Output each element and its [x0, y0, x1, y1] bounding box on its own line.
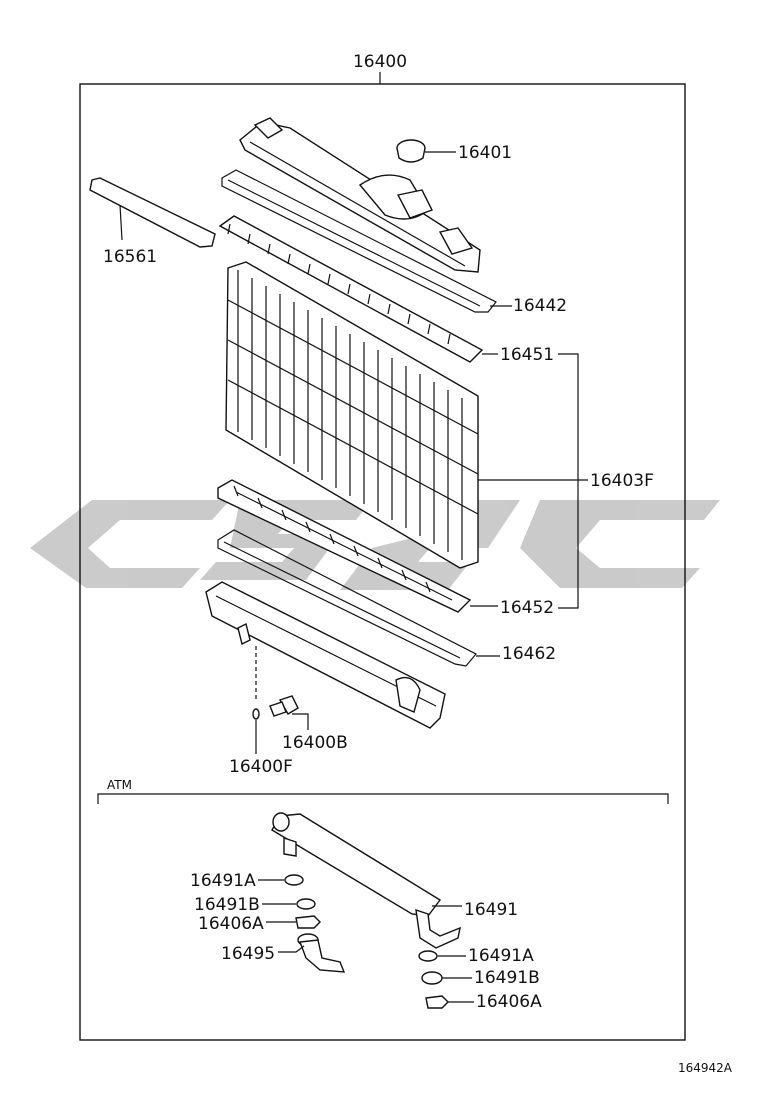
washer-b-left [262, 898, 316, 910]
label-washer-a-right: 16491A [468, 946, 534, 966]
seal-strip [89, 177, 216, 248]
label-core: 16403F [590, 471, 654, 491]
upper-plate [218, 215, 498, 363]
upper-gasket [221, 169, 512, 313]
lower-tank [205, 581, 446, 729]
assembly-frame [79, 83, 686, 1041]
drain-oring [252, 708, 260, 754]
drain-plug [255, 646, 309, 730]
washer-b-right [421, 971, 472, 985]
label-assembly: 16400 [353, 52, 407, 72]
label-oil-cooler: 16491 [464, 900, 518, 920]
nut-right [425, 995, 474, 1009]
label-washer-a-left: 16491A [190, 871, 256, 891]
radiator-cap [396, 139, 456, 163]
radiator-core [225, 261, 479, 569]
label-atm: ATM [107, 778, 132, 792]
label-hose-pipe: 16495 [221, 944, 275, 964]
washer-a-left [258, 874, 304, 886]
washer-a-right [418, 950, 466, 962]
oil-cooler [271, 812, 462, 949]
upper-tank [239, 117, 481, 273]
lower-plate [217, 479, 498, 613]
label-lower-gasket: 16462 [502, 644, 556, 664]
hose-pipe [278, 933, 346, 973]
label-nut-right: 16406A [476, 992, 542, 1012]
label-drain-plug: 16400B [282, 733, 348, 753]
diagram-code: 164942A [678, 1061, 733, 1075]
label-washer-b-left: 16491B [194, 895, 260, 915]
label-lower-plate: 16452 [500, 598, 554, 618]
label-seal-strip: 16561 [103, 247, 157, 267]
label-cap: 16401 [458, 143, 512, 163]
lower-gasket [217, 529, 500, 667]
label-upper-gasket: 16442 [513, 296, 567, 316]
atm-bracket [97, 793, 669, 804]
nut-left [266, 915, 321, 929]
label-washer-b-right: 16491B [474, 968, 540, 988]
label-nut-left: 16406A [198, 914, 264, 934]
label-upper-plate: 16451 [500, 345, 554, 365]
label-drain-oring: 16400F [229, 757, 293, 777]
